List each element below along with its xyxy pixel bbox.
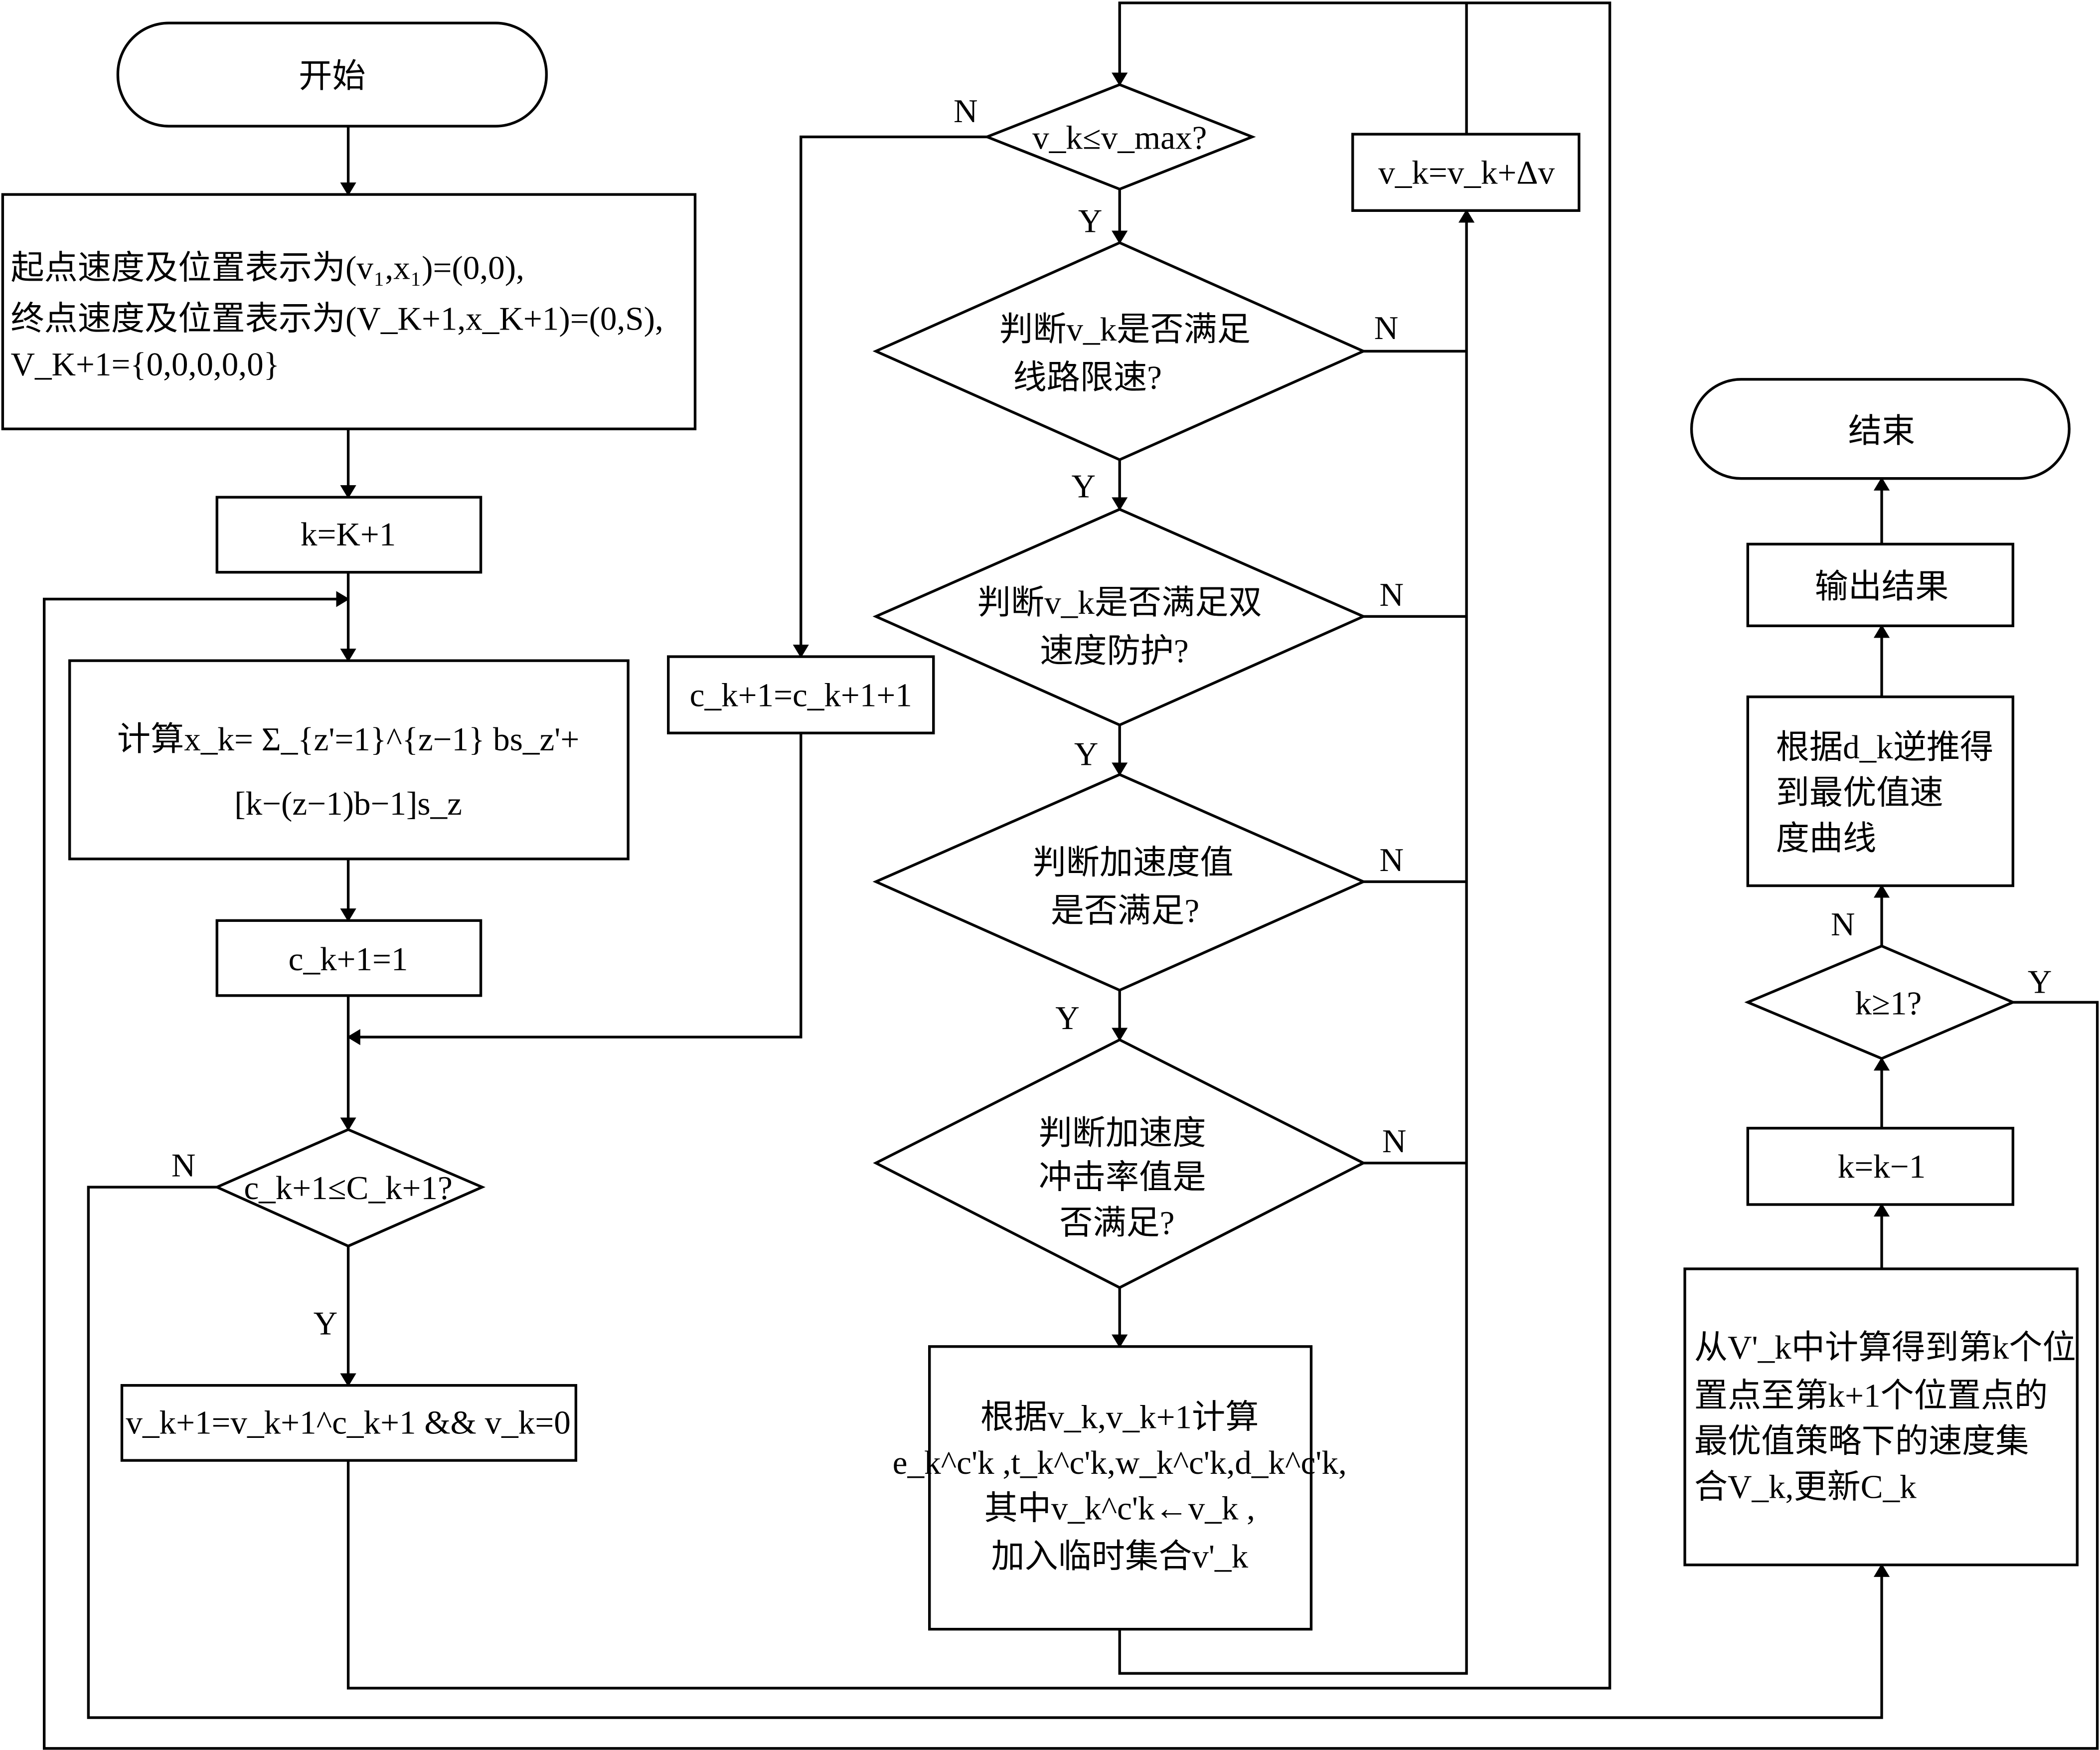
calc-x-line-2: [k−(z−1)b−1]s_z xyxy=(234,785,462,822)
init-box: 起点速度及位置表示为(v₁,x₁)=(0,0), 终点速度及位置表示为(V_K+… xyxy=(1,193,697,430)
v-assign-label: v_k+1=v_k+1^c_k+1 && v_k=0 xyxy=(126,1403,570,1441)
compute-box: 根据v_k,v_k+1计算 e_k^c'k ,t_k^c'k,w_k^c'k,d… xyxy=(893,1345,1347,1631)
line-limit-no-label: N xyxy=(1374,309,1399,347)
init-line-2: 终点速度及位置表示为(V_K+1,x_K+1)=(0,S), xyxy=(10,300,663,337)
c-check-label: c_k+1≤C_k+1? xyxy=(244,1169,452,1207)
v-assign-box: v_k+1=v_k+1^c_k+1 && v_k=0 xyxy=(120,1384,578,1462)
init-line-1: 起点速度及位置表示为(v₁,x₁)=(0,0), xyxy=(10,249,524,286)
backtrack-line-1: 根据d_k逆推得 xyxy=(1776,728,1994,766)
c-init-label: c_k+1=1 xyxy=(289,940,408,978)
c-incr-box: c_k+1=c_k+1+1 xyxy=(667,655,935,734)
best-set-box: 从V'_k中计算得到第k个位 置点至第k+1个位置点的 最优值策略下的速度集 合… xyxy=(1683,1267,2079,1567)
compute-line-3: 其中v_k^c'k←v_k , xyxy=(984,1489,1255,1527)
c-check-yes-label: Y xyxy=(314,1305,338,1342)
accel-no-label: N xyxy=(1379,841,1404,878)
jerk-check-line-3: 否满足? xyxy=(1059,1204,1174,1241)
dual-protect-yes-label: Y xyxy=(1074,735,1099,773)
accel-check-line-1: 判断加速度值 xyxy=(1033,844,1234,881)
line-limit-diamond: 判断v_k是否满足 线路限速? xyxy=(872,241,1367,462)
k-decr-label: k=k−1 xyxy=(1838,1148,1926,1185)
k-check-diamond: k≥1? xyxy=(1744,944,2017,1060)
k-check-no-label: N xyxy=(1831,905,1855,943)
connectors xyxy=(42,1,2099,1750)
vmax-no-label: N xyxy=(954,92,978,130)
c-check-no-label: N xyxy=(171,1147,196,1184)
output-label: 输出结果 xyxy=(1815,568,1949,605)
best-set-line-2: 置点至第k+1个位置点的 xyxy=(1694,1377,2048,1414)
end-label: 结束 xyxy=(1848,412,1915,450)
compute-line-4: 加入临时集合v'_k xyxy=(991,1538,1248,1575)
best-set-line-3: 最优值策略下的速度集 xyxy=(1694,1422,2029,1460)
calc-x-line-1: 计算x_k= Σ_{z'=1}^{z−1} bs_z'+ xyxy=(117,720,579,758)
k-check-yes-label: Y xyxy=(2028,963,2052,1000)
end-node: 结束 xyxy=(1690,378,2071,480)
jerk-no-label: N xyxy=(1382,1122,1407,1160)
init-line-3: V_K+1={0,0,0,0,0} xyxy=(10,346,279,383)
compute-line-1: 根据v_k,v_k+1计算 xyxy=(980,1399,1259,1436)
accel-check-line-2: 是否满足? xyxy=(1051,892,1199,929)
c-check-diamond: c_k+1≤C_k+1? xyxy=(213,1128,486,1248)
backtrack-line-3: 度曲线 xyxy=(1776,820,1876,857)
best-set-line-1: 从V'_k中计算得到第k个位 xyxy=(1694,1329,2076,1366)
k-check-label: k≥1? xyxy=(1855,984,1922,1022)
vmax-yes-label: Y xyxy=(1078,202,1103,239)
start-node: 开始 xyxy=(116,21,548,128)
vmax-check-diamond: v_k≤v_max? xyxy=(983,83,1256,191)
dual-protect-diamond: 判断v_k是否满足双 速度防护? xyxy=(872,508,1367,727)
jerk-check-line-2: 冲击率值是 xyxy=(1039,1159,1206,1196)
best-set-line-4: 合V_k,更新C_k xyxy=(1694,1468,1917,1505)
accel-check-diamond: 判断加速度值 是否满足? xyxy=(872,773,1367,992)
line-limit-line-1: 判断v_k是否满足 xyxy=(999,311,1251,348)
vmax-check-label: v_k≤v_max? xyxy=(1032,119,1207,157)
compute-line-2: e_k^c'k ,t_k^c'k,w_k^c'k,d_k^c'k, xyxy=(893,1444,1347,1481)
backtrack-line-2: 到最优值速 xyxy=(1776,774,1943,812)
k-init-box: k=K+1 xyxy=(215,496,483,574)
output-box: 输出结果 xyxy=(1746,542,2015,627)
line-limit-line-2: 线路限速? xyxy=(1013,359,1162,396)
v-incr-box: v_k=v_k+Δv xyxy=(1351,133,1581,212)
line-limit-yes-label: Y xyxy=(1071,467,1096,505)
jerk-check-line-1: 判断加速度 xyxy=(1039,1114,1206,1152)
v-incr-label: v_k=v_k+Δv xyxy=(1378,154,1555,191)
c-init-box: c_k+1=1 xyxy=(215,919,483,997)
dual-protect-no-label: N xyxy=(1379,576,1404,613)
k-decr-box: k=k−1 xyxy=(1746,1127,2015,1206)
accel-yes-label: Y xyxy=(1055,999,1080,1037)
backtrack-box: 根据d_k逆推得 到最优值速 度曲线 xyxy=(1746,695,2015,887)
dual-protect-line-1: 判断v_k是否满足双 xyxy=(977,584,1262,621)
dual-protect-line-2: 速度防护? xyxy=(1040,632,1188,670)
c-incr-label: c_k+1=c_k+1+1 xyxy=(690,676,912,713)
calc-x-box: 计算x_k= Σ_{z'=1}^{z−1} bs_z'+ [k−(z−1)b−1… xyxy=(68,659,630,861)
jerk-check-diamond: 判断加速度 冲击率值是 否满足? xyxy=(873,1038,1367,1289)
start-label: 开始 xyxy=(299,57,365,95)
k-init-label: k=K+1 xyxy=(301,516,396,553)
